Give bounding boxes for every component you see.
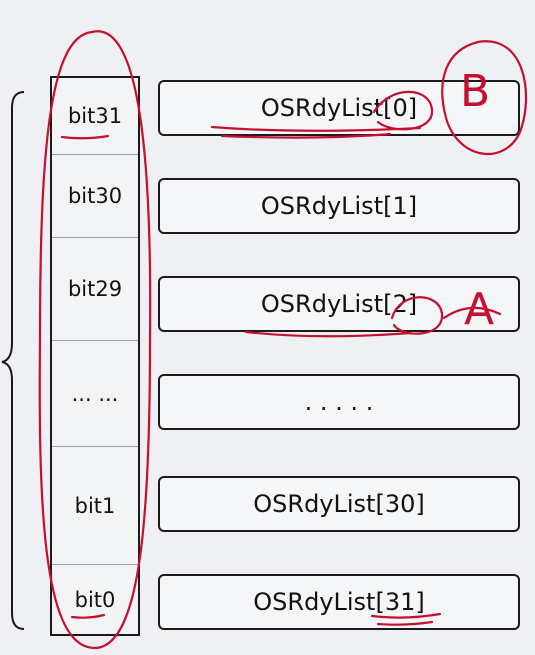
bit-cell: bit31 bbox=[52, 78, 138, 155]
bit-label: bit0 bbox=[74, 587, 116, 612]
bit-cell: bit29 bbox=[52, 238, 138, 341]
ready-list-label: OSRdyList[31] bbox=[253, 588, 425, 616]
bit-cell: bit1 bbox=[52, 447, 138, 565]
annotation-letter-a: A bbox=[464, 284, 495, 335]
left-brace bbox=[1, 91, 25, 630]
ready-list-box: OSRdyList[1] bbox=[158, 178, 520, 234]
bit-label: bit31 bbox=[67, 104, 123, 128]
bit-cell: ... ... bbox=[52, 341, 138, 447]
annotation-letter-b: B bbox=[460, 66, 491, 117]
ready-list-box: OSRdyList[30] bbox=[158, 476, 520, 532]
ready-list-box: OSRdyList[31] bbox=[158, 574, 520, 630]
ready-list-box: . . . . . bbox=[158, 374, 520, 430]
underline-list2 bbox=[244, 330, 412, 338]
bit-cell: bit0 bbox=[52, 565, 138, 634]
bit-column: bit31 bit30 bit29 ... ... bit1 bit0 bbox=[50, 76, 140, 636]
ready-list-label: . . . . . bbox=[304, 388, 374, 416]
ready-list-label: OSRdyList[2] bbox=[260, 290, 418, 318]
bit-label: bit1 bbox=[74, 493, 116, 518]
ready-list-label: OSRdyList[30] bbox=[253, 490, 425, 518]
bit-cell: bit30 bbox=[52, 155, 138, 238]
ready-list-label: OSRdyList[0] bbox=[260, 94, 418, 122]
bit-label: bit29 bbox=[67, 277, 123, 301]
bit-label: ... ... bbox=[71, 381, 119, 406]
bit-label: bit30 bbox=[67, 184, 123, 208]
ready-list-label: OSRdyList[1] bbox=[260, 192, 418, 220]
